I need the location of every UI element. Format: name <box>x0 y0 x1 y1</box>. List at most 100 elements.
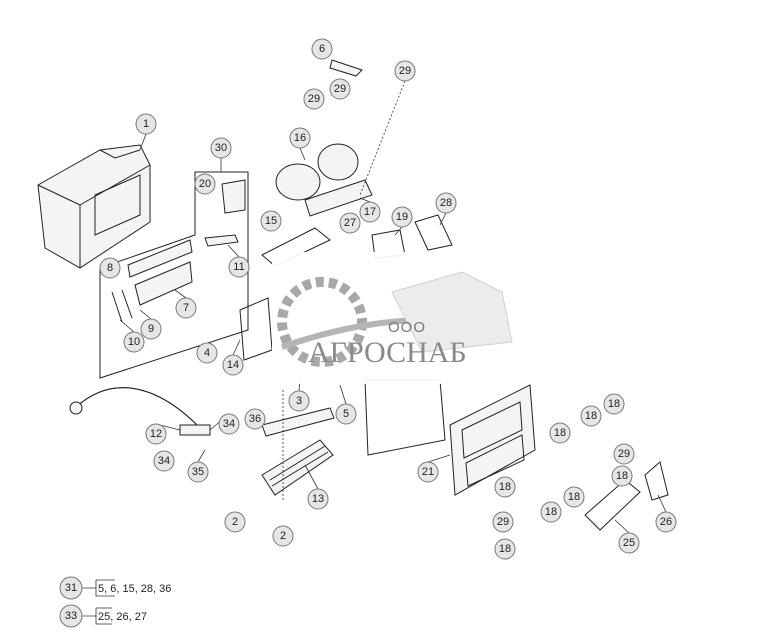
callout-26: 26 <box>655 511 677 533</box>
callout-15: 15 <box>260 210 282 232</box>
callout-17: 17 <box>359 201 381 223</box>
svg-text:36: 36 <box>249 413 261 425</box>
callout-21: 21 <box>417 461 439 483</box>
svg-text:29: 29 <box>618 448 630 460</box>
callout-9: 9 <box>140 318 162 340</box>
svg-text:18: 18 <box>499 481 511 493</box>
callout-29: 29 <box>394 60 416 82</box>
callout-36: 36 <box>244 408 266 430</box>
callout-2: 2 <box>224 511 246 533</box>
leader-lines <box>119 80 667 534</box>
part-housing <box>37 144 151 269</box>
callout-30: 30 <box>210 137 232 159</box>
svg-text:34: 34 <box>223 418 235 430</box>
watermark-prefix: ООО <box>388 319 427 336</box>
svg-text:34: 34 <box>158 455 170 467</box>
callout-27: 27 <box>339 212 361 234</box>
callout-18: 18 <box>563 486 585 508</box>
callout-18: 18 <box>611 465 633 487</box>
svg-text:33: 33 <box>65 610 77 622</box>
svg-text:29: 29 <box>399 65 411 77</box>
callout-13: 13 <box>307 488 329 510</box>
svg-text:17: 17 <box>364 206 376 218</box>
callout-10: 10 <box>123 331 145 353</box>
svg-text:27: 27 <box>344 217 356 229</box>
callout-29: 29 <box>492 511 514 533</box>
svg-text:2: 2 <box>232 516 238 528</box>
callout-6: 6 <box>311 38 333 60</box>
legend-callout-31: 31 <box>59 576 83 600</box>
svg-text:18: 18 <box>585 410 597 422</box>
svg-text:25: 25 <box>623 537 635 549</box>
callout-18: 18 <box>603 393 625 415</box>
callout-29: 29 <box>329 78 351 100</box>
svg-text:12: 12 <box>150 428 162 440</box>
svg-text:20: 20 <box>199 178 211 190</box>
legend-parts-31: 5, 6, 15, 28, 36 <box>98 583 171 595</box>
callout-19: 19 <box>391 206 413 228</box>
svg-text:1: 1 <box>143 118 149 130</box>
part-heater-core <box>261 407 335 496</box>
svg-text:18: 18 <box>554 427 566 439</box>
svg-text:18: 18 <box>568 491 580 503</box>
watermark-logo <box>272 252 534 384</box>
legend-callout-33: 33 <box>59 604 83 628</box>
callout-18: 18 <box>580 405 602 427</box>
callout-16: 16 <box>289 127 311 149</box>
svg-text:5: 5 <box>343 408 349 420</box>
svg-text:30: 30 <box>215 142 227 154</box>
svg-text:3: 3 <box>296 395 302 407</box>
part-hose <box>69 387 211 436</box>
part-blower <box>275 59 373 217</box>
svg-text:16: 16 <box>294 132 306 144</box>
part-kit-box <box>99 171 249 379</box>
svg-text:18: 18 <box>545 506 557 518</box>
svg-text:11: 11 <box>233 261 244 273</box>
callout-34: 34 <box>218 413 240 435</box>
callout-8: 8 <box>99 257 121 279</box>
callout-28: 28 <box>435 192 457 214</box>
svg-text:15: 15 <box>265 215 277 227</box>
legend-parts-33: 25, 26, 27 <box>98 611 147 623</box>
callout-7: 7 <box>175 297 197 319</box>
svg-text:29: 29 <box>334 83 346 95</box>
svg-text:13: 13 <box>312 493 324 505</box>
svg-text:8: 8 <box>107 262 113 274</box>
callout-25: 25 <box>618 532 640 554</box>
svg-text:7: 7 <box>183 302 189 314</box>
callout-18: 18 <box>494 476 516 498</box>
svg-text:29: 29 <box>497 516 509 528</box>
svg-text:28: 28 <box>440 197 452 209</box>
svg-text:2: 2 <box>280 530 286 542</box>
svg-text:18: 18 <box>608 398 620 410</box>
svg-text:10: 10 <box>128 336 140 348</box>
legend: 5, 6, 15, 28, 36 25, 26, 27 31 33 <box>59 576 171 628</box>
callout-18: 18 <box>549 422 571 444</box>
callout-34: 34 <box>153 450 175 472</box>
svg-text:19: 19 <box>396 211 408 223</box>
callout-1: 1 <box>135 113 157 135</box>
svg-text:4: 4 <box>204 347 210 359</box>
svg-text:21: 21 <box>422 466 434 478</box>
svg-text:29: 29 <box>308 93 320 105</box>
callout-3: 3 <box>288 390 310 412</box>
callout-12: 12 <box>145 423 167 445</box>
part-gaskets <box>584 461 669 531</box>
callout-18: 18 <box>494 538 516 560</box>
callout-29: 29 <box>303 88 325 110</box>
svg-text:31: 31 <box>65 582 77 594</box>
callout-20: 20 <box>194 173 216 195</box>
svg-text:18: 18 <box>616 470 628 482</box>
callout-35: 35 <box>187 461 209 483</box>
svg-text:18: 18 <box>499 543 511 555</box>
svg-text:35: 35 <box>192 466 204 478</box>
svg-text:14: 14 <box>227 359 239 371</box>
callout-5: 5 <box>335 403 357 425</box>
callout-29: 29 <box>613 443 635 465</box>
svg-text:6: 6 <box>319 43 325 55</box>
callout-11: 11 <box>228 256 250 278</box>
callout-4: 4 <box>196 342 218 364</box>
